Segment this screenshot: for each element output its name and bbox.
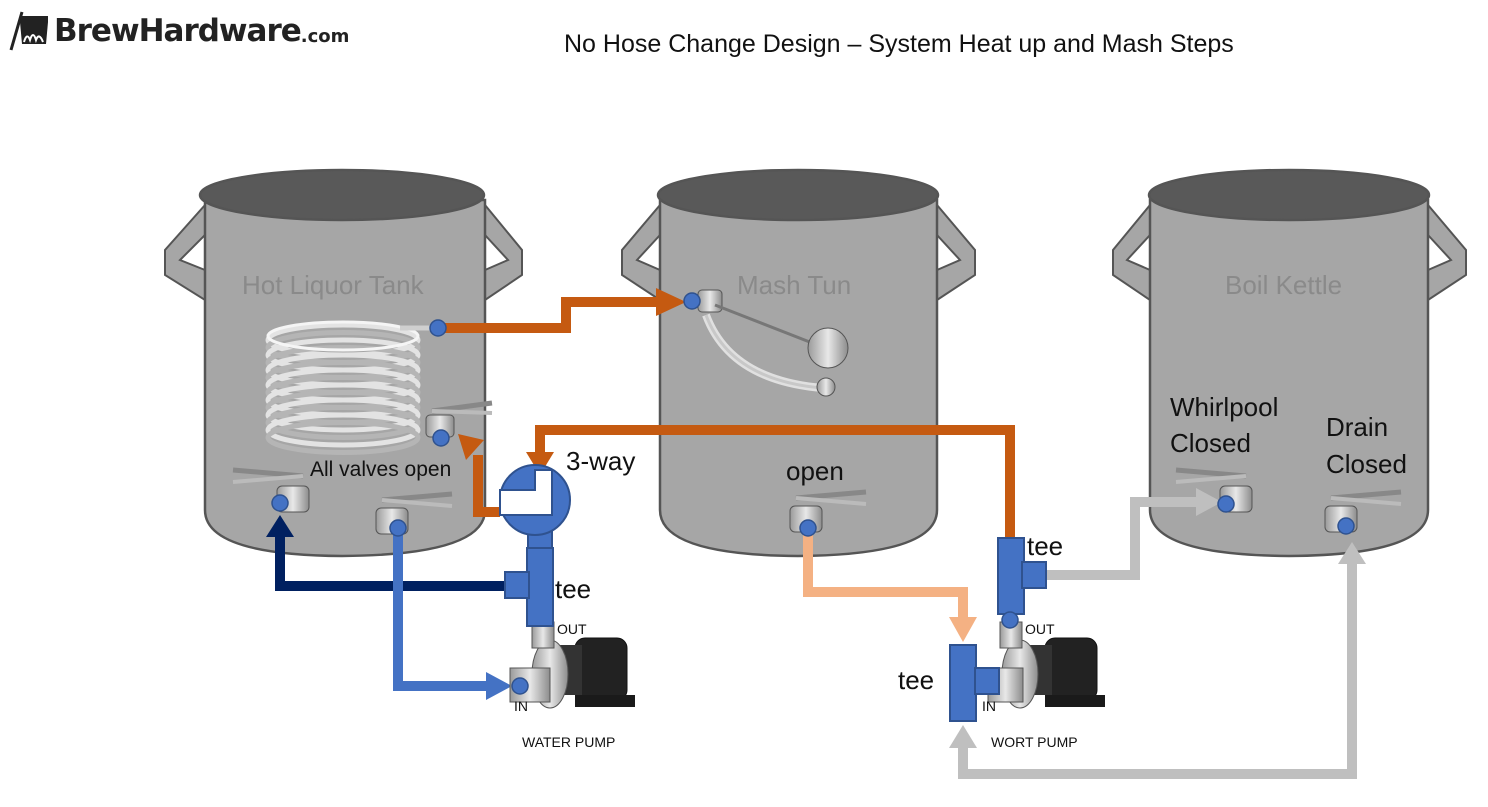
mash-open-label: open	[786, 456, 844, 486]
hlt-outlet-port	[389, 519, 407, 537]
water-supply-line	[393, 530, 512, 700]
hlt-return-port	[271, 494, 289, 512]
wort-inlet-tee	[949, 644, 1000, 722]
coil-ring	[265, 405, 421, 440]
whirlpool-label-line2: Closed	[1170, 428, 1251, 458]
coil-ring	[265, 397, 421, 433]
wort-pump-label: WORT PUMP	[991, 734, 1078, 750]
wort-inlet-tee-label: tee	[898, 665, 935, 695]
hlt-coil-valve	[425, 400, 493, 438]
coil-ring	[265, 412, 421, 448]
mash-float-valve	[697, 289, 849, 397]
mash-outlet-port	[799, 519, 817, 537]
wort-line	[803, 530, 977, 642]
water-pump-out-label: OUT	[557, 621, 587, 637]
water-pump	[509, 621, 635, 709]
whirlpool-port	[1217, 495, 1235, 513]
coil-ring	[265, 420, 421, 455]
water-return-line	[266, 515, 510, 591]
hlt-coil	[265, 320, 432, 455]
water-pump-in-label: IN	[514, 698, 528, 714]
coil-inlet-port	[432, 429, 450, 447]
wort-outlet-tee-label: tee	[1027, 531, 1064, 561]
mash-tun	[621, 168, 976, 558]
water-pump-label: WATER PUMP	[522, 734, 616, 750]
wort-pump-out-label: OUT	[1025, 621, 1055, 637]
drain-port	[1337, 517, 1355, 535]
hot-water-line-to-mash	[440, 288, 686, 333]
mash-recirculation-line	[526, 425, 1015, 540]
wort-pump-in-label: IN	[982, 698, 996, 714]
water-pump-tee	[504, 547, 554, 627]
coil-top-ring	[266, 320, 420, 352]
whirlpool-label-line1: Whirlpool	[1170, 392, 1279, 422]
coil-inlet-line	[458, 434, 500, 517]
water-pump-inlet-port	[511, 677, 529, 695]
hlt-label: Hot Liquor Tank	[242, 270, 424, 300]
coil-outlet-port	[429, 319, 447, 337]
boil-kettle	[1112, 168, 1467, 558]
mash-inlet-port	[683, 292, 701, 310]
logo-kettle-icon	[9, 11, 48, 51]
drain-label-line1: Drain	[1326, 412, 1389, 442]
three-way-label: 3-way	[566, 446, 636, 476]
boil-kettle-label: Boil Kettle	[1225, 270, 1343, 300]
logo-name: BrewHardware	[54, 13, 302, 49]
all-valves-open-label: All valves open	[310, 458, 452, 481]
brand-logo: BrewHardware.com	[8, 8, 349, 54]
three-way-valve	[499, 464, 571, 551]
mash-tun-label: Mash Tun	[737, 270, 852, 300]
connection-points	[271, 292, 1355, 695]
logo-suffix: .com	[300, 25, 350, 47]
drain-return-line	[949, 542, 1366, 779]
wort-pump-outlet-port	[1001, 611, 1019, 629]
water-tee-label: tee	[555, 574, 592, 604]
drain-label-line2: Closed	[1326, 449, 1407, 479]
whirlpool-line	[1044, 488, 1222, 580]
page-title: No Hose Change Design – System Heat up a…	[564, 30, 1234, 58]
wort-outlet-tee	[997, 537, 1047, 615]
